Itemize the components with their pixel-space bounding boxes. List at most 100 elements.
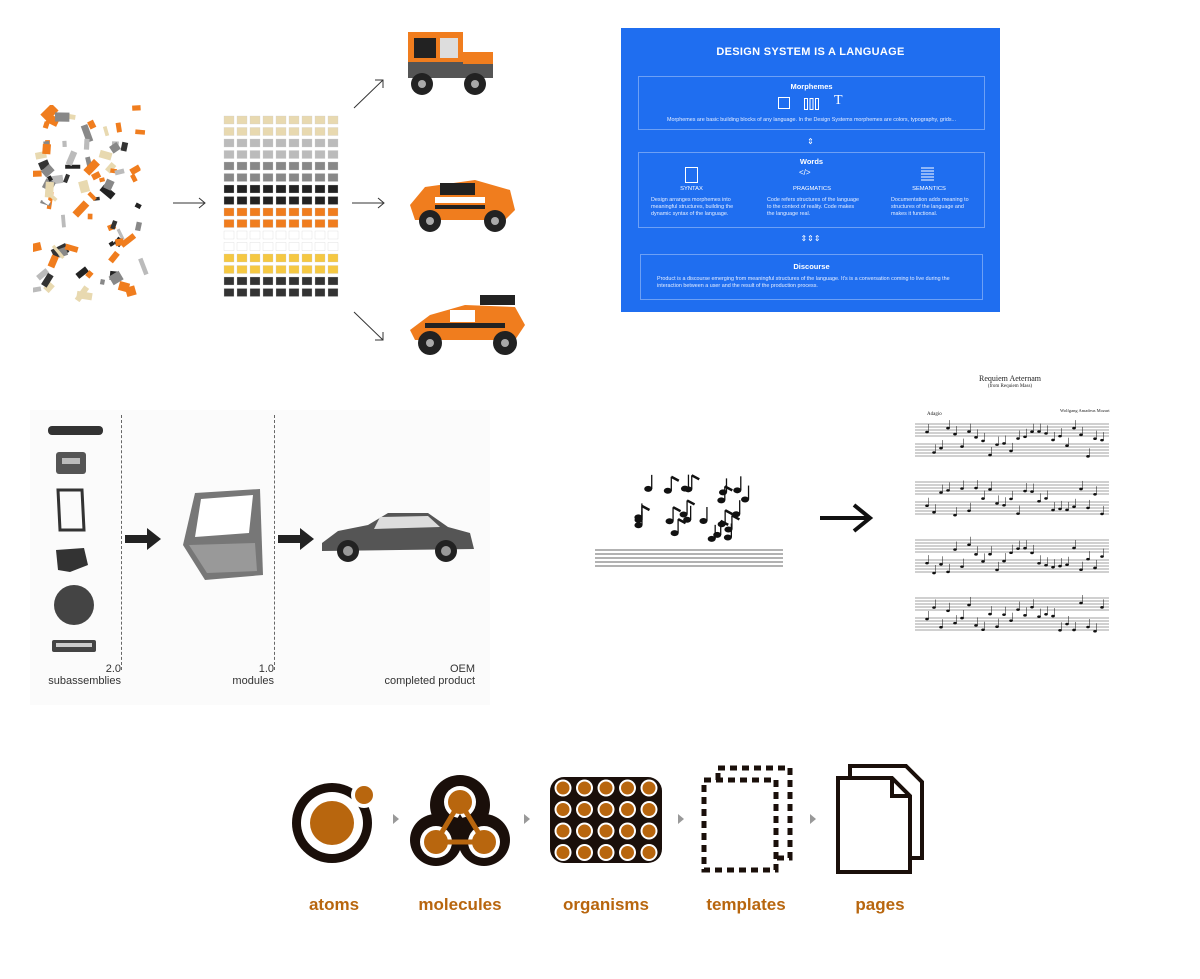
sorted-brick bbox=[236, 115, 248, 125]
sheet-note bbox=[974, 480, 978, 490]
lego-brick bbox=[65, 150, 78, 166]
lego-brick bbox=[129, 156, 136, 163]
sheet-note bbox=[946, 602, 950, 613]
thick-arrow-icon bbox=[278, 528, 314, 550]
sorted-brick bbox=[288, 242, 300, 251]
chevron-right-icon bbox=[393, 814, 399, 824]
morpheme-square-icon bbox=[778, 97, 790, 109]
lego-brick bbox=[87, 213, 93, 220]
morphemes-box: Morphemes T Morphemes are basic building… bbox=[638, 76, 985, 130]
morphemes-heading: Morphemes bbox=[790, 82, 833, 91]
atoms-icon bbox=[288, 778, 380, 873]
sheet-note bbox=[988, 481, 992, 491]
sorted-brick bbox=[249, 242, 261, 251]
sorted-brick bbox=[288, 253, 300, 263]
sheet-note bbox=[1093, 623, 1097, 633]
lego-brick bbox=[134, 202, 142, 210]
sorted-brick bbox=[288, 184, 300, 194]
sheet-note bbox=[960, 438, 964, 448]
sorted-brick bbox=[249, 219, 261, 228]
sheet-note bbox=[967, 536, 971, 547]
sheet-note bbox=[974, 546, 978, 556]
sorted-brick bbox=[314, 219, 326, 228]
sorted-brick bbox=[262, 288, 274, 297]
sorted-brick bbox=[275, 184, 287, 194]
sheet-note bbox=[1100, 432, 1104, 442]
words-heading: Words bbox=[799, 157, 824, 166]
sorted-brick bbox=[301, 173, 313, 182]
sorted-brick bbox=[288, 276, 300, 286]
sorted-brick bbox=[275, 138, 287, 148]
lego-pile bbox=[28, 103, 158, 305]
sheet-note bbox=[1016, 505, 1020, 515]
sorted-brick bbox=[327, 115, 339, 125]
music-note-icon bbox=[644, 474, 653, 492]
sheet-note bbox=[1030, 544, 1034, 555]
lego-brick bbox=[87, 119, 97, 130]
sheet-note bbox=[939, 484, 943, 494]
pages-label: pages bbox=[855, 895, 905, 914]
sheet-note bbox=[939, 440, 943, 450]
sheet-note bbox=[953, 541, 957, 551]
molecules-label: molecules bbox=[418, 895, 502, 914]
sorted-brick bbox=[275, 230, 287, 240]
sorted-brick bbox=[249, 207, 261, 217]
sorted-brick bbox=[314, 127, 326, 136]
sheet-note bbox=[995, 618, 999, 629]
lego-brick bbox=[75, 266, 89, 279]
sorted-brick bbox=[314, 265, 326, 274]
sorted-brick bbox=[262, 115, 274, 125]
sorted-brick bbox=[236, 161, 248, 171]
sorted-brick bbox=[314, 161, 326, 171]
sorted-brick bbox=[327, 207, 339, 217]
lego-brick bbox=[43, 281, 55, 294]
sorted-brick bbox=[288, 161, 300, 171]
lego-brick bbox=[28, 286, 42, 294]
sorted-brick bbox=[236, 265, 248, 274]
music-note-icon bbox=[699, 507, 708, 525]
sheet-note bbox=[1065, 501, 1069, 512]
sheet-note bbox=[981, 621, 985, 632]
sorted-brick bbox=[301, 161, 313, 171]
sheet-note bbox=[1058, 558, 1062, 568]
lego-brick bbox=[120, 141, 129, 152]
syntax-icon bbox=[685, 167, 698, 183]
sorted-brick bbox=[327, 161, 339, 171]
lego-brick bbox=[63, 173, 70, 184]
sorted-brick bbox=[223, 230, 235, 240]
arrow-right-icon bbox=[173, 196, 207, 215]
chevron-right-icon bbox=[810, 814, 816, 824]
organism-cell bbox=[576, 779, 593, 797]
sheet-note bbox=[1030, 483, 1034, 493]
sorted-brick bbox=[314, 196, 326, 205]
sheet-note bbox=[1093, 559, 1097, 570]
sorted-brick bbox=[262, 207, 274, 217]
discourse-heading: Discourse bbox=[793, 262, 830, 271]
sorted-brick bbox=[262, 196, 274, 205]
modules-label: 1.0 modules bbox=[180, 663, 274, 687]
sorted-brick bbox=[301, 219, 313, 228]
sheet-note bbox=[1009, 442, 1013, 453]
sorted-brick bbox=[262, 265, 274, 274]
sorted-brick bbox=[301, 207, 313, 217]
sorted-brick bbox=[288, 265, 300, 274]
sheet-note bbox=[1051, 608, 1055, 618]
sorted-brick bbox=[249, 265, 261, 274]
lego-brick bbox=[132, 105, 141, 111]
sorted-brick bbox=[236, 288, 248, 297]
sorted-brick bbox=[301, 288, 313, 297]
lego-brick bbox=[107, 124, 120, 134]
sorted-brick bbox=[327, 184, 339, 194]
sorted-brick bbox=[327, 276, 339, 286]
sorted-brick bbox=[275, 115, 287, 125]
sheet-note bbox=[1016, 430, 1020, 440]
sheet-note bbox=[1009, 544, 1013, 555]
sorted-brick bbox=[327, 196, 339, 205]
sheet-note bbox=[988, 606, 992, 616]
sorted-brick bbox=[301, 242, 313, 251]
sheet-note bbox=[1009, 612, 1013, 622]
sorted-brick bbox=[301, 127, 313, 136]
sheet-note bbox=[1079, 426, 1083, 437]
chevron-right-icon bbox=[678, 814, 684, 824]
organism-cell bbox=[554, 822, 572, 840]
